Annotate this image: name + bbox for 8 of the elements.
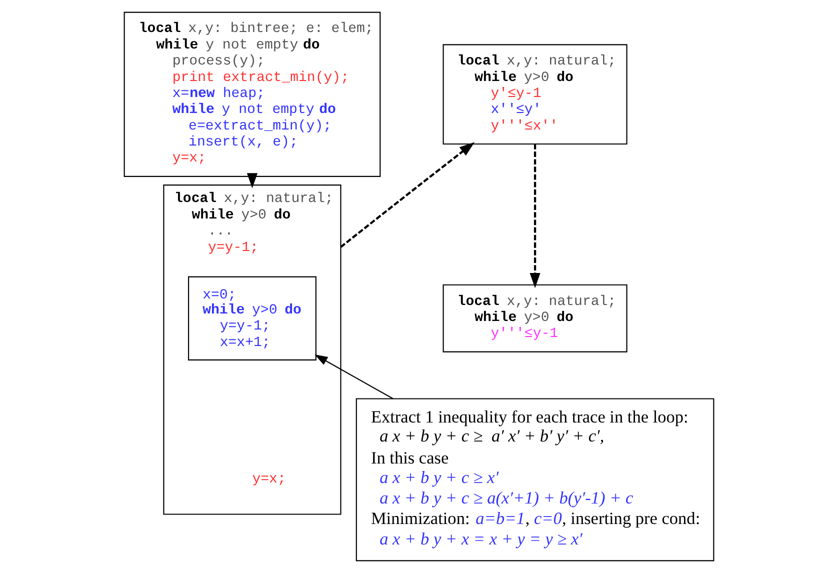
arrow [246,173,258,188]
node-box: local x,y: natural; while y>0 do y'''≤y-1 [442,284,628,352]
node-box: x=0; while y>0 do y=y-1; x=x+1; [188,276,316,360]
arrow [314,354,394,400]
node-box: local x,y: natural; while y>0 do y'≤y-1 x''≤y' y'''≤x'' [442,44,628,145]
arrow [340,142,475,248]
node-box: Extract 1 inequality for each trace in the loop: a x + b y + c ≥ a′ x′ + b′ y′ + c′, In this case a x + b y + c ≥ x′ a x + b y + c ≥ a(x′+1) + b(y′-1) + c Minimization: a=b=1, c=0, inserting pre cond: a x + b y + x = x + y = y ≥ x′ [356,398,714,562]
arrow [530,144,540,288]
